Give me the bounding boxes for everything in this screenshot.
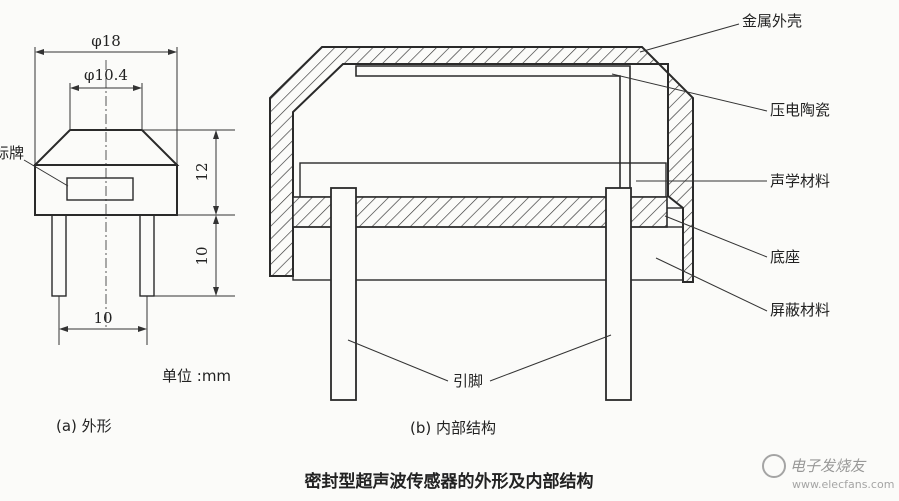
leader-metal-shell xyxy=(639,23,740,53)
caption-outline: (a) 外形 xyxy=(56,417,112,435)
leader-shield-material xyxy=(655,257,768,312)
leader-pin-right xyxy=(489,334,612,382)
nameplate xyxy=(66,177,134,201)
figure-title: 密封型超声波传感器的外形及内部结构 xyxy=(305,471,594,492)
pin-left xyxy=(51,214,67,297)
unit-label: 单位 :mm xyxy=(162,367,231,385)
leader-base xyxy=(664,215,768,258)
leader-pin-left xyxy=(347,339,449,382)
watermark-url: www.elecfans.com xyxy=(792,478,894,491)
dim-inner-dia: φ10.4 xyxy=(84,66,128,84)
pin-right xyxy=(139,214,155,297)
nameplate-label: 标牌 xyxy=(0,144,24,162)
caption-internal: (b) 内部结构 xyxy=(410,419,496,437)
dim-pin-length: 10 xyxy=(193,246,211,265)
watermark-logo-icon xyxy=(762,454,786,478)
pin-left xyxy=(330,187,357,401)
piezo-ceramic xyxy=(355,65,631,199)
internal-view: 金属外壳 压电陶瓷 声学材料 底座 屏蔽材料 引脚 (b) 内部结构 xyxy=(269,12,830,437)
shell-inner-edge xyxy=(292,63,669,196)
leader-piezo-ceramic xyxy=(611,73,768,112)
sensor-body xyxy=(34,164,178,216)
label-acoustic-material: 声学材料 xyxy=(770,172,830,190)
dim-top-height: 12 xyxy=(193,162,211,181)
shield-material xyxy=(292,226,684,281)
label-pins: 引脚 xyxy=(453,372,483,390)
watermark: 电子发烧友 www.elecfans.com xyxy=(762,454,894,491)
label-metal-shell: 金属外壳 xyxy=(742,12,802,30)
outline-view: φ18 φ10.4 12 10 10 标牌 单位 :mm (a) 外形 xyxy=(0,32,235,435)
dim-outer-dia: φ18 xyxy=(91,32,121,50)
watermark-text: 电子发烧友 xyxy=(790,457,867,475)
dim-pin-spacing: 10 xyxy=(93,309,112,327)
label-base: 底座 xyxy=(770,248,800,266)
label-piezo-ceramic: 压电陶瓷 xyxy=(770,101,830,119)
pin-right xyxy=(605,187,632,401)
nameplate-leader xyxy=(23,159,69,187)
label-shield-material: 屏蔽材料 xyxy=(770,301,830,319)
